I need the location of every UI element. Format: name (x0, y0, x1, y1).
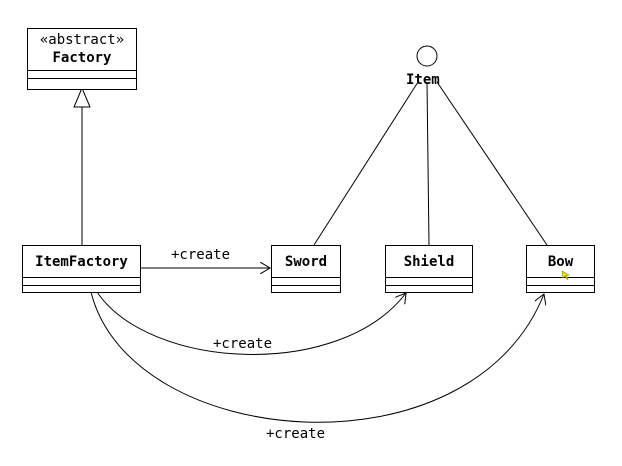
factory-class[interactable]: «abstract» Factory (27, 28, 137, 90)
bow-attributes-compartment (527, 278, 594, 286)
factory-methods-compartment (28, 79, 136, 86)
sword-methods-compartment (272, 286, 340, 293)
create-shield-label: +create (213, 336, 273, 352)
factory-header: «abstract» Factory (28, 29, 136, 71)
shield-methods-compartment (386, 286, 472, 293)
factory-attributes-compartment (28, 71, 136, 79)
bow-header: Bow (527, 246, 594, 278)
factory-name: Factory (52, 50, 112, 66)
sword-name: Sword (284, 254, 328, 270)
bow-class[interactable]: Bow (526, 245, 595, 293)
sword-class[interactable]: Sword (271, 245, 341, 293)
item-interface-circle (416, 45, 438, 67)
shield-attributes-compartment (386, 278, 472, 286)
bow-realization-line (436, 81, 548, 246)
shield-realization-line (426, 81, 430, 246)
item-factory-methods-compartment (23, 286, 140, 293)
item-factory-class[interactable]: ItemFactory (22, 245, 141, 293)
sword-realization-line (313, 81, 419, 246)
create-sword-label: +create (171, 247, 231, 263)
create-bow-label: +create (266, 426, 326, 442)
sword-attributes-compartment (272, 278, 340, 286)
create-shield-arrow (96, 291, 406, 355)
shield-name: Shield (403, 254, 455, 270)
item-factory-name: ItemFactory (35, 254, 128, 270)
mouse-pointer-icon (561, 270, 570, 280)
bow-methods-compartment (527, 286, 594, 293)
shield-header: Shield (386, 246, 472, 278)
generalization-arrowhead (73, 86, 91, 108)
create-bow-arrow (90, 291, 544, 423)
sword-header: Sword (272, 246, 340, 278)
bow-name: Bow (547, 254, 574, 270)
item-interface-label: Item (406, 72, 440, 88)
shield-class[interactable]: Shield (385, 245, 473, 293)
item-factory-attributes-compartment (23, 278, 140, 286)
factory-stereotype: «abstract» (39, 32, 125, 48)
item-factory-header: ItemFactory (23, 246, 140, 278)
